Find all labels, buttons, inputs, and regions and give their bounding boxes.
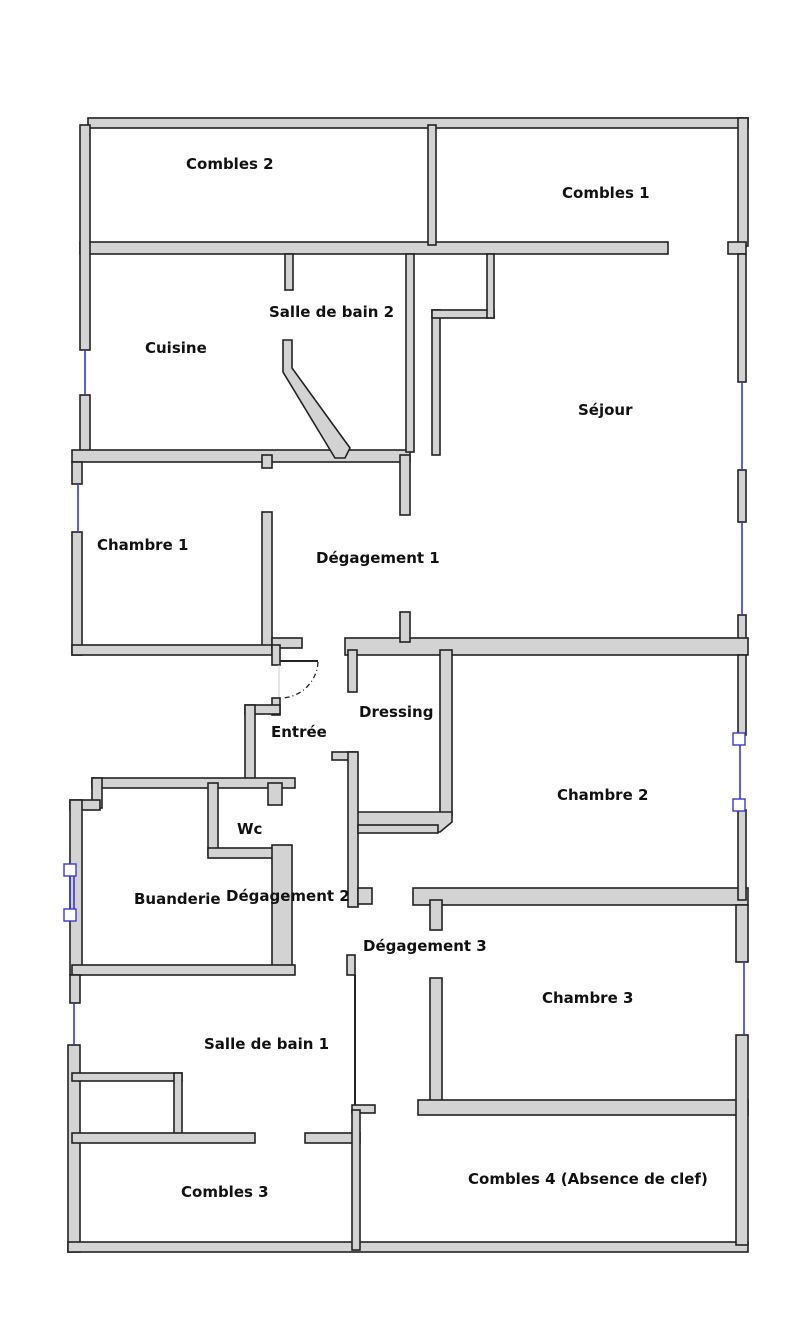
label-cuisine: Cuisine bbox=[145, 339, 207, 357]
label-degagement-3: Dégagement 3 bbox=[363, 937, 487, 955]
walls bbox=[67, 117, 749, 1253]
label-salle-de-bain-2: Salle de bain 2 bbox=[269, 303, 394, 321]
label-sejour: Séjour bbox=[578, 401, 633, 419]
label-wc: Wc bbox=[237, 820, 262, 838]
room-labels: Combles 2 Combles 1 Salle de bain 2 Cuis… bbox=[97, 155, 708, 1201]
label-chambre-2: Chambre 2 bbox=[557, 786, 648, 804]
label-combles-3: Combles 3 bbox=[181, 1183, 269, 1201]
label-degagement-1: Dégagement 1 bbox=[316, 549, 440, 567]
label-degagement-2: Dégagement 2 bbox=[226, 887, 350, 905]
label-combles-2: Combles 2 bbox=[186, 155, 274, 173]
label-salle-de-bain-1: Salle de bain 1 bbox=[204, 1035, 329, 1053]
label-buanderie: Buanderie bbox=[134, 890, 221, 908]
label-entree: Entrée bbox=[271, 723, 327, 741]
windows bbox=[63, 350, 746, 1045]
label-combles-4: Combles 4 (Absence de clef) bbox=[468, 1170, 708, 1188]
label-combles-1: Combles 1 bbox=[562, 184, 650, 202]
label-chambre-1: Chambre 1 bbox=[97, 536, 188, 554]
label-dressing: Dressing bbox=[359, 703, 433, 721]
label-chambre-3: Chambre 3 bbox=[542, 989, 633, 1007]
